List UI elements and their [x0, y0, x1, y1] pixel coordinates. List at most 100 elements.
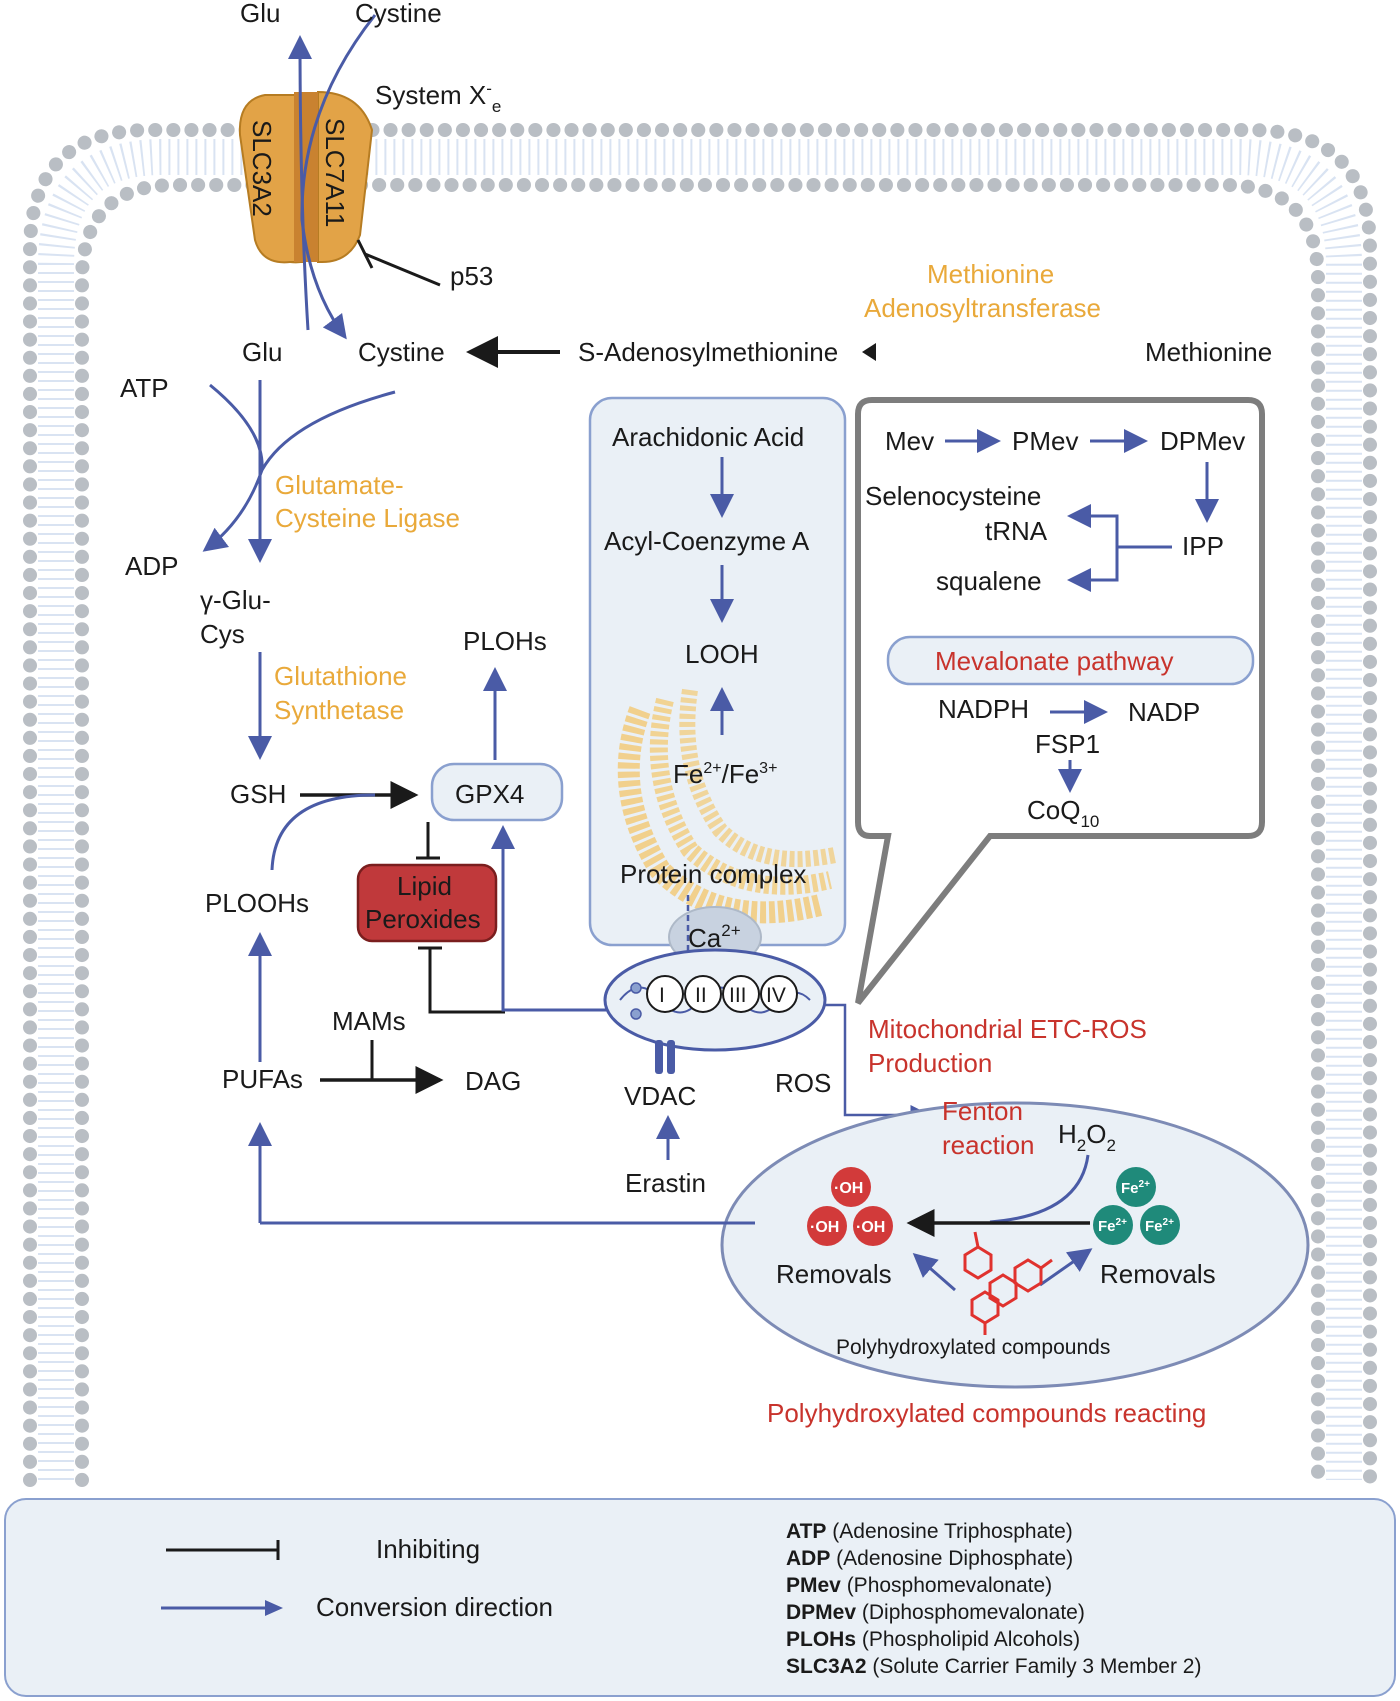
abbr-item: ATP (Adenosine Triphosphate) — [786, 1520, 1073, 1543]
etc-complex-1 — [646, 975, 684, 1013]
system-xc-transporter[interactable] — [238, 90, 374, 264]
gglucys-line1: γ-Glu- — [200, 585, 271, 615]
plohs-label: PLOHs — [463, 626, 547, 656]
fenton-reaction-region — [720, 1101, 1310, 1389]
cystine-to-gglucys-arrow — [260, 390, 396, 471]
sam-label: S-Adenosylmethionine — [578, 337, 838, 367]
h2o2-curve — [989, 1154, 1090, 1224]
cell-membrane — [23, 123, 1377, 1487]
fe-label: Fe2+/Fe3+ — [673, 759, 777, 789]
arachidonic-label: Arachidonic Acid — [612, 422, 804, 452]
lipid-peroxides-line1: Lipid — [397, 871, 452, 901]
mito-to-fenton-arrow — [825, 1003, 931, 1125]
gpx4-label: GPX4 — [455, 779, 524, 809]
pmev-label: PMev — [1012, 426, 1078, 456]
legend-conversion-row: Conversion direction — [161, 1592, 553, 1623]
erastin-label: Erastin — [625, 1168, 706, 1198]
legend-inhibiting-row: Inhibiting — [166, 1534, 480, 1565]
fenton-line2: reaction — [942, 1130, 1035, 1160]
gs-enzyme-line2: Synthetase — [274, 695, 404, 725]
etc-complexes: I II III IV — [646, 975, 798, 1013]
looh-label: LOOH — [685, 639, 759, 669]
poly-to-fe-arrow — [1039, 1248, 1093, 1287]
etc-complex-1-label: I — [659, 984, 665, 1007]
etc-complex-2 — [684, 975, 722, 1013]
cystine-top-label: Cystine — [355, 0, 442, 28]
ipp-branch-arrows — [1067, 504, 1172, 549]
glu-label: Glu — [242, 337, 282, 367]
abbr-item: ADP (Adenosine Diphosphate) — [786, 1547, 1074, 1570]
mevalonate-pathway-label: Mevalonate pathway — [935, 646, 1173, 676]
legend-inhibiting-label: Inhibiting — [376, 1534, 481, 1564]
oh-label-3: ·OH — [856, 1219, 885, 1236]
fenton-line1: Fenton — [942, 1096, 1023, 1126]
ca-label: Ca2+ — [688, 921, 741, 953]
mevalonate-callout — [855, 397, 1265, 1005]
poly-to-oh-arrow — [912, 1253, 956, 1292]
mev-label: Mev — [885, 426, 934, 456]
inhibit-symbol-icon — [166, 1539, 280, 1560]
removals-left-label: Removals — [776, 1259, 892, 1289]
atp-label: ATP — [120, 373, 169, 403]
mito-inhibits-lipid-peroxides — [428, 948, 505, 1014]
etc-complex-2-label: II — [695, 984, 707, 1007]
h2o2-label: H2O2 — [1058, 1119, 1116, 1155]
system-xc-label: System X-e — [375, 79, 501, 116]
abbreviation-list: ATP (Adenosine Triphosphate) ADP (Adenos… — [786, 1518, 1201, 1680]
gglucys-line2: Cys — [200, 619, 245, 649]
fe-ion-label-2: Fe2+ — [1098, 1217, 1127, 1235]
atp-to-adp-arrow — [202, 383, 264, 552]
dpmev-label: DPMev — [1160, 426, 1245, 456]
legend-panel: Inhibiting Conversion direction ATP (Ade… — [4, 1498, 1396, 1697]
conversion-arrow-icon — [161, 1599, 283, 1616]
oh-label-1: ·OH — [834, 1180, 863, 1197]
p53-label: p53 — [450, 261, 493, 291]
gpx4-box[interactable] — [430, 762, 564, 822]
glu-top-label: Glu — [240, 0, 280, 28]
fe-ion-3 — [1140, 1205, 1180, 1245]
ferrous-ions: Fe2+ Fe2+ Fe2+ — [1093, 1167, 1180, 1245]
legend-conversion-label: Conversion direction — [316, 1592, 554, 1622]
mevalonate-pathway-badge[interactable] — [886, 635, 1255, 686]
fsp1-label: FSP1 — [1035, 729, 1100, 759]
oh-radical-2 — [807, 1206, 847, 1246]
slc3a2-label: SLC3A2 — [247, 120, 277, 217]
mat-enzyme-line2: Adenosyltransferase — [864, 293, 1101, 323]
removals-right-label: Removals — [1100, 1259, 1216, 1289]
ros-label: ROS — [775, 1068, 831, 1098]
poly-reacting-label: Polyhydroxylated compounds reacting — [767, 1398, 1206, 1428]
selcys-line2: tRNA — [985, 516, 1048, 546]
abbr-item: SLC3A2 (Solute Carrier Family 3 Member 2… — [786, 1655, 1202, 1678]
nadp-label: NADP — [1128, 697, 1200, 727]
mitochondrion[interactable] — [603, 948, 827, 1074]
poly-compounds-label: Polyhydroxylated compounds — [836, 1336, 1110, 1359]
vdac-label: VDAC — [624, 1081, 696, 1111]
fe-ion-1 — [1116, 1167, 1156, 1207]
abbr-item: PLOHs (Phospholipid Alcohols) — [786, 1628, 1081, 1651]
ploohs-label: PLOOHs — [205, 888, 309, 918]
pufas-label: PUFAs — [222, 1064, 303, 1094]
adp-label: ADP — [125, 551, 178, 581]
slc7a11-label: SLC7A11 — [320, 118, 350, 227]
etc-ros-line1: Mitochondrial ETC-ROS — [868, 1014, 1147, 1044]
oh-radical-3 — [853, 1206, 893, 1246]
methionine-label: Methionine — [1145, 337, 1272, 367]
gcl-enzyme-line1: Glutamate- — [275, 470, 404, 500]
fe-ion-2 — [1093, 1205, 1133, 1245]
selcys-line1: Selenocysteine — [865, 481, 1041, 511]
gs-enzyme-line1: Glutathione — [274, 661, 407, 691]
oh-radical-1 — [831, 1167, 871, 1207]
p53-inhibition — [364, 252, 441, 287]
etc-complex-3 — [722, 975, 760, 1013]
squalene-label: squalene — [936, 566, 1042, 596]
abbr-item: PMev (Phosphomevalonate) — [786, 1574, 1053, 1597]
coq10-label: CoQ10 — [1027, 795, 1099, 831]
abbr-item: DPMev (Diphosphomevalonate) — [786, 1601, 1085, 1624]
hydroxyl-radicals: ·OH ·OH ·OH — [807, 1167, 893, 1246]
ipp-label: IPP — [1182, 531, 1224, 561]
mat-enzyme-line1: Methionine — [927, 259, 1054, 289]
gcl-enzyme-line2: Cysteine Ligase — [275, 503, 460, 533]
lipid-peroxides-box[interactable] — [356, 863, 498, 943]
dag-label: DAG — [465, 1066, 521, 1096]
